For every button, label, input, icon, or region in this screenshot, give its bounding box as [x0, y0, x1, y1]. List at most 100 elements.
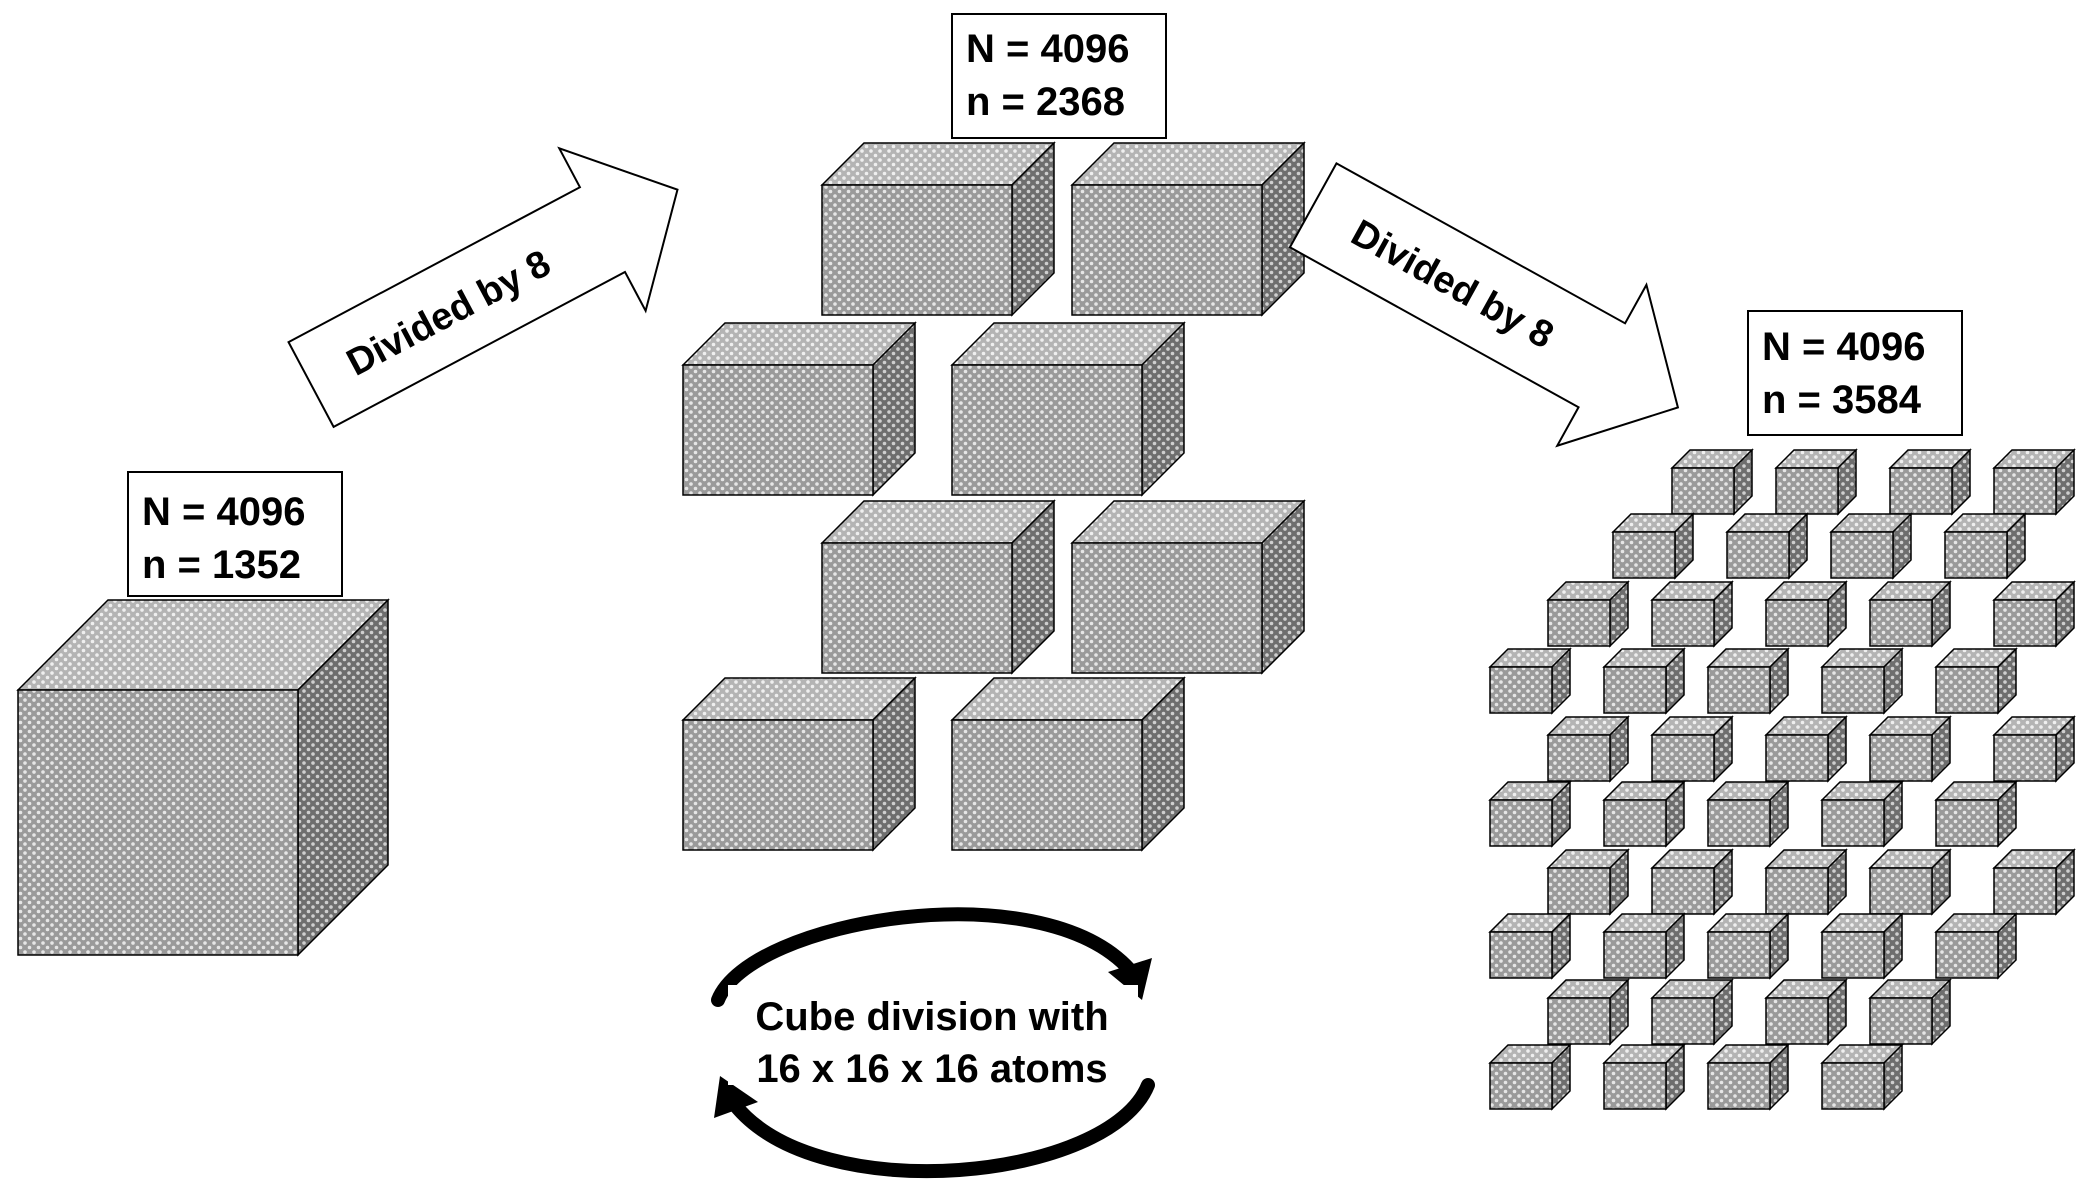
- small-cube: [1602, 1043, 1686, 1111]
- medium-cube: [820, 141, 1056, 317]
- cube-front-face: [1775, 467, 1839, 515]
- cube-front-face: [1821, 1062, 1885, 1110]
- small-cube: [1670, 448, 1754, 516]
- small-cube: [1602, 912, 1686, 980]
- medium-cube: [681, 676, 917, 852]
- small-cube: [1764, 580, 1848, 648]
- cube-front-face: [1765, 867, 1829, 915]
- cube-front-face: [1707, 666, 1771, 714]
- cycle-arrow-top: [711, 907, 1137, 1007]
- small-cube: [1611, 512, 1695, 580]
- cube-front-face: [1651, 867, 1715, 915]
- small-cube-grid: [1488, 448, 2076, 1111]
- small-cube: [1764, 848, 1848, 916]
- cube-front-face: [1993, 467, 2057, 515]
- small-cube: [1992, 848, 2076, 916]
- stage-2: N = 4096 n = 2368: [681, 13, 1306, 852]
- cube-front-face: [1935, 666, 1999, 714]
- cube-front-face: [1651, 997, 1715, 1045]
- cube-front-face: [1671, 467, 1735, 515]
- stage-3-N-label: N = 4096: [1762, 325, 1925, 369]
- cube-front-face: [1869, 599, 1933, 647]
- small-cube: [1764, 715, 1848, 783]
- division-cycle: Cube division with 16 x 16 x 16 atoms: [711, 907, 1155, 1179]
- small-cube: [1706, 912, 1790, 980]
- cube-front-face: [1489, 666, 1553, 714]
- small-cube: [1488, 912, 1572, 980]
- cube-front-face: [1993, 867, 2057, 915]
- cube-front-face: [821, 542, 1013, 674]
- medium-cube: [1070, 141, 1306, 317]
- stage-1-label-box: [127, 471, 343, 597]
- cube-front-face: [1935, 799, 1999, 847]
- small-cube: [1764, 978, 1848, 1046]
- cube-front-face: [1944, 531, 2008, 579]
- cube-front-face: [1765, 997, 1829, 1045]
- small-cube: [1602, 647, 1686, 715]
- small-cube: [1934, 647, 2018, 715]
- cube-front-face: [1489, 1062, 1553, 1110]
- small-cube: [1774, 448, 1858, 516]
- stage-2-n-label: n = 2368: [966, 80, 1125, 124]
- stage-1: N = 4096 n = 1352: [16, 471, 390, 957]
- cube-front-face: [951, 364, 1143, 496]
- cube-front-face: [1765, 599, 1829, 647]
- small-cube: [1820, 912, 1904, 980]
- cube-front-face: [1821, 931, 1885, 979]
- medium-cube: [950, 321, 1186, 497]
- small-cube: [1888, 448, 1972, 516]
- small-cube: [1546, 978, 1630, 1046]
- small-cube: [1992, 448, 2076, 516]
- cycle-arrow-bottom: [728, 1078, 1155, 1179]
- small-cube: [1868, 978, 1952, 1046]
- cube-front-face: [1993, 599, 2057, 647]
- cube-front-face: [951, 719, 1143, 851]
- cube-front-face: [1869, 867, 1933, 915]
- small-cube: [1992, 580, 2076, 648]
- small-cube: [1868, 848, 1952, 916]
- cube-front-face: [1726, 531, 1790, 579]
- cube-front-face: [1869, 997, 1933, 1045]
- cube-front-face: [1603, 666, 1667, 714]
- small-cube: [1943, 512, 2027, 580]
- small-cube: [1546, 715, 1630, 783]
- small-cube: [1650, 580, 1734, 648]
- small-cube: [1868, 715, 1952, 783]
- small-cube: [1706, 1043, 1790, 1111]
- cube-front-face: [1489, 799, 1553, 847]
- cube-front-face: [1612, 531, 1676, 579]
- cube-front-face: [1651, 734, 1715, 782]
- small-cube: [1650, 848, 1734, 916]
- cube-front-face: [1889, 467, 1953, 515]
- stage-2-label-box: [951, 13, 1167, 139]
- medium-cube: [950, 676, 1186, 852]
- cube-front-face: [1071, 542, 1263, 674]
- stage-3-n-label: n = 3584: [1762, 378, 1922, 422]
- cube-front-face: [1821, 666, 1885, 714]
- cube-front-face: [1603, 931, 1667, 979]
- cycle-caption-line-2: 16 x 16 x 16 atoms: [756, 1047, 1107, 1091]
- medium-cube: [1070, 499, 1306, 675]
- cycle-caption-line-1: Cube division with: [755, 995, 1108, 1039]
- stage-1-n-label: n = 1352: [142, 543, 301, 587]
- cube-front-face: [1869, 734, 1933, 782]
- small-cube: [1820, 780, 1904, 848]
- cube-front-face: [1830, 531, 1894, 579]
- small-cube: [1706, 780, 1790, 848]
- small-cube: [1546, 848, 1630, 916]
- cube-front-face: [1547, 599, 1611, 647]
- cube-front-face: [1765, 734, 1829, 782]
- large-cube: [16, 598, 390, 957]
- arrow-divided-2-shape: [1288, 161, 1680, 448]
- small-cube: [1725, 512, 1809, 580]
- cube-front-face: [1071, 184, 1263, 316]
- cube-front-face: [1603, 799, 1667, 847]
- small-cube: [1992, 715, 2076, 783]
- stage-3-label-box: [1747, 310, 1963, 436]
- small-cube: [1706, 647, 1790, 715]
- cube-front-face: [1603, 1062, 1667, 1110]
- cube-front-face: [682, 719, 874, 851]
- small-cube: [1934, 912, 2018, 980]
- small-cube: [1820, 1043, 1904, 1111]
